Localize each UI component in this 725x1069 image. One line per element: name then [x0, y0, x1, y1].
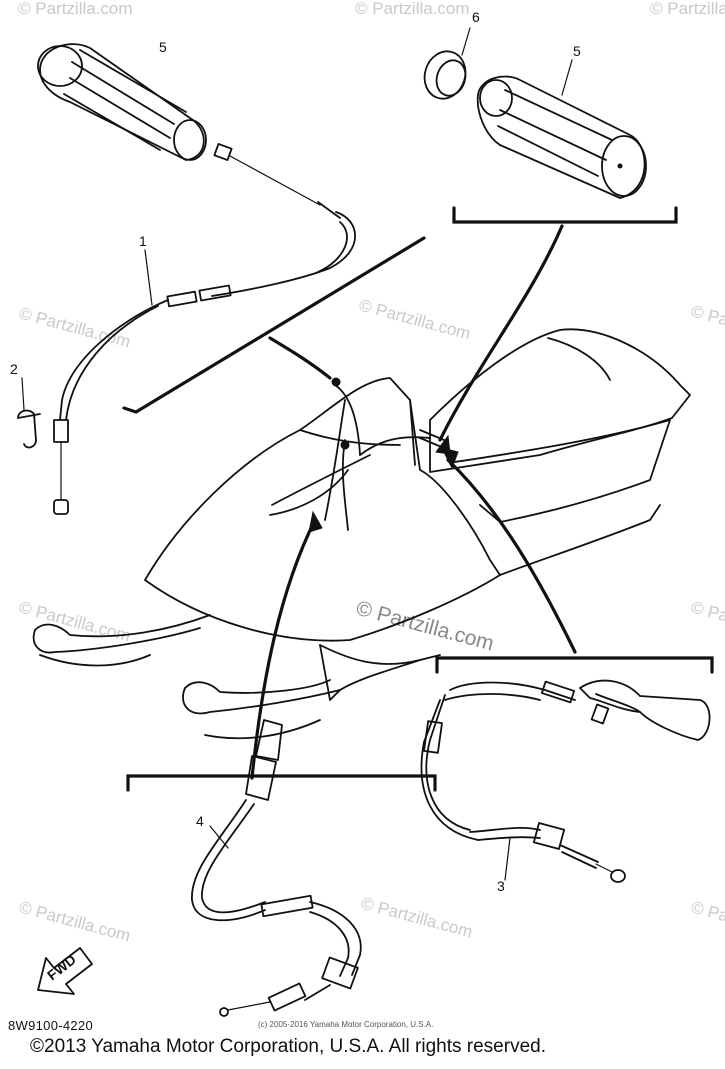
callout-5-right: 5	[573, 43, 581, 59]
watermark-text: © Partzilla.com	[650, 0, 725, 18]
watermark-text: © Partzilla.com	[689, 898, 725, 946]
watermark-text: © Partzilla.com	[18, 0, 133, 18]
watermark-text: © Partzilla.com	[17, 898, 133, 946]
callout-4: 4	[196, 813, 204, 829]
watermark-text: © Partzilla.com	[17, 304, 133, 352]
callout-2: 2	[10, 361, 18, 377]
callout-3: 3	[497, 878, 505, 894]
small-copyright: (c) 2005-2016 Yamaha Motor Corporation, …	[258, 1020, 434, 1029]
throttle-cable-part	[53, 143, 357, 515]
watermark-center: © Partzilla.com	[354, 597, 497, 656]
callout-6: 6	[472, 9, 480, 25]
watermark-text: © Partzilla.com	[355, 0, 470, 18]
watermark-text: © Partzilla.com	[689, 302, 725, 350]
clip-part	[17, 377, 41, 449]
footer-copyright: ©2013 Yamaha Motor Corporation, U.S.A. A…	[30, 1036, 546, 1057]
callout-1: 1	[139, 233, 147, 249]
left-grip-part	[37, 43, 207, 161]
callout-labels: 1 2 3 4 5 5 6	[10, 9, 581, 894]
forward-arrow-icon: FWD	[37, 947, 93, 995]
brake-cable-part	[420, 679, 711, 883]
control-cable-part	[191, 719, 362, 1017]
diagram-code: 8W9100-4220	[8, 1018, 93, 1033]
watermark-text: © Partzilla.com	[689, 598, 725, 646]
handlebar-cables	[269, 377, 445, 531]
bracket-lines	[122, 206, 714, 792]
watermark-text: © Partzilla.com	[359, 894, 475, 942]
watermark-text: © Partzilla.com	[357, 296, 473, 344]
snowmobile-body	[32, 328, 691, 740]
watermark-layer: © Partzilla.com © Partzilla.com © Partzi…	[17, 0, 725, 946]
callout-5-left: 5	[159, 39, 167, 55]
arrow-head	[308, 510, 323, 533]
arrow-head	[441, 447, 459, 470]
right-grip-part	[476, 59, 647, 199]
ring-part	[423, 27, 471, 100]
